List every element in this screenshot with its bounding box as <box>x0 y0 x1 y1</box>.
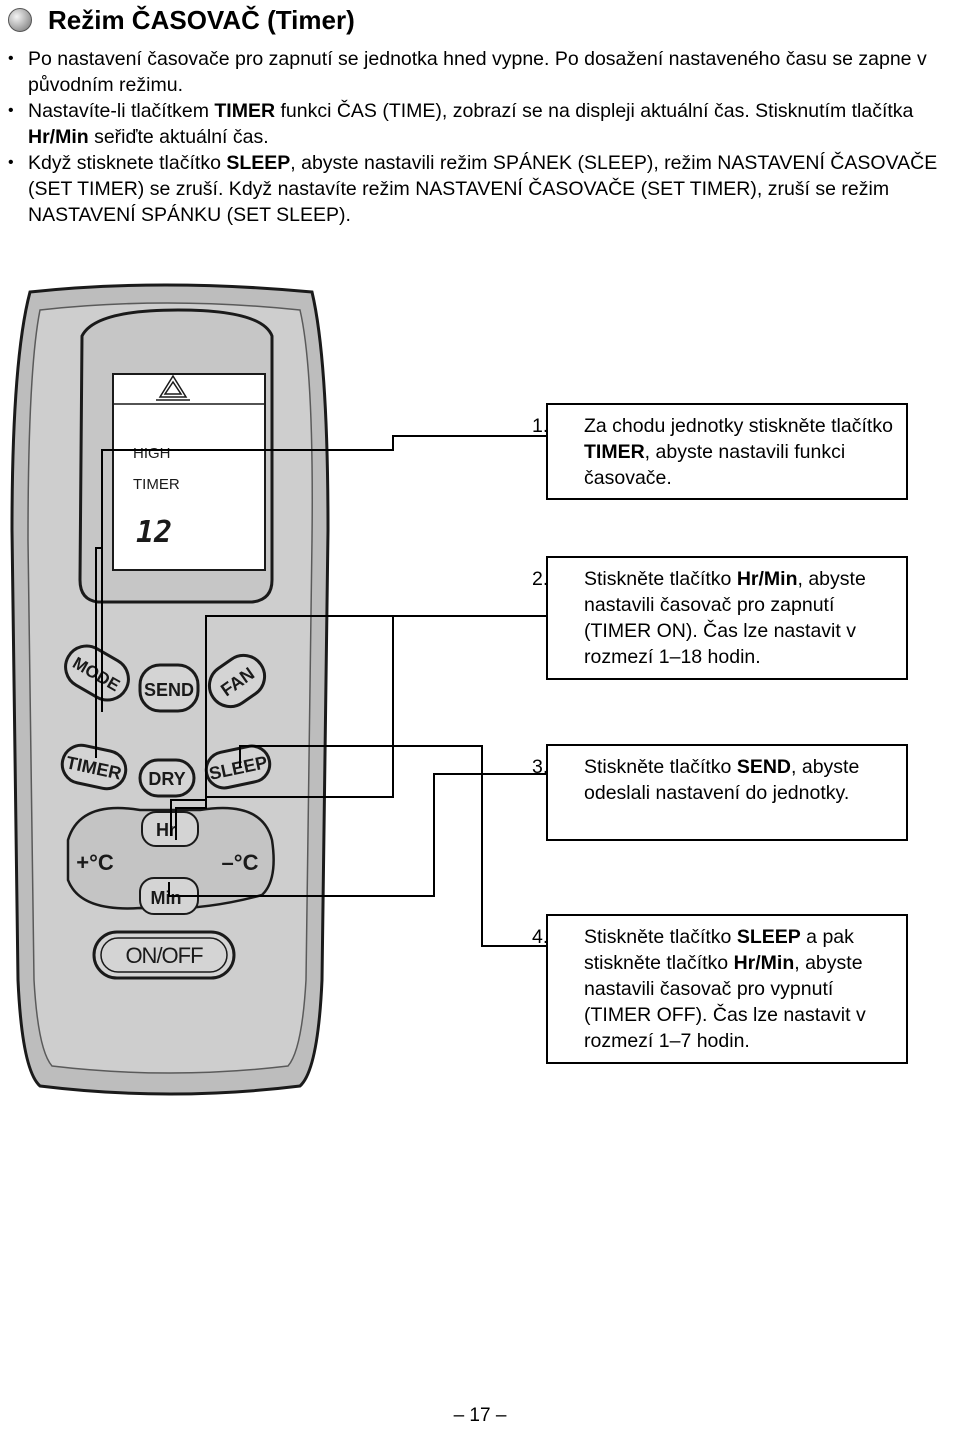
timer-button[interactable]: TIMER <box>59 742 130 792</box>
temp-down-button[interactable]: –°C <box>222 850 259 875</box>
step-4-callout: 4.Stiskněte tlačítko SLEEP a pak stiskně… <box>532 914 908 1064</box>
remote-control-illustration: HIGH TIMER 12 MODE SEND FAN TIMER DRY SL… <box>10 283 330 1096</box>
svg-text:Min: Min <box>151 888 182 908</box>
on-off-button[interactable]: ON/OFF <box>92 930 236 980</box>
lcd-high-label: HIGH <box>133 445 171 462</box>
step-1-callout: 1.Za chodu jednotky stiskněte tlačítko T… <box>532 403 908 500</box>
list-item: Nastavíte-li tlačítkem TIMER funkci ČAS … <box>6 98 956 150</box>
fan-triangle-icon <box>156 374 190 401</box>
svg-text:SEND: SEND <box>144 680 194 700</box>
lcd-timer-label: TIMER <box>133 476 180 493</box>
section-heading: Režim ČASOVAČ (Timer) <box>8 2 355 38</box>
svg-text:–°C: –°C <box>222 850 259 875</box>
svg-text:DRY: DRY <box>148 769 185 789</box>
page-number: – 17 – <box>453 1405 507 1426</box>
svg-text:ON/OFF: ON/OFF <box>125 943 203 968</box>
send-button[interactable]: SEND <box>138 663 200 713</box>
grey-ball-bullet-icon <box>8 8 32 32</box>
step-3-callout: 3.Stiskněte tlačítko SEND, abyste odesla… <box>532 744 908 841</box>
intro-bullet-list: Po nastavení časovače pro zapnutí se jed… <box>6 46 956 228</box>
min-button[interactable]: Min <box>139 877 199 915</box>
svg-text:+°C: +°C <box>76 850 114 875</box>
lcd-digits: 12 <box>136 515 172 550</box>
svg-text:Hr: Hr <box>156 820 176 840</box>
page-title: Režim ČASOVAČ (Timer) <box>48 4 355 35</box>
dry-button[interactable]: DRY <box>138 758 196 798</box>
list-item: Po nastavení časovače pro zapnutí se jed… <box>6 46 956 98</box>
temp-up-button[interactable]: +°C <box>76 850 114 875</box>
list-item: Když stisknete tlačítko SLEEP, abyste na… <box>6 150 956 228</box>
step-2-callout: 2.Stiskněte tlačítko Hr/Min, abyste nast… <box>532 556 908 680</box>
hr-button[interactable]: Hr <box>141 811 199 847</box>
